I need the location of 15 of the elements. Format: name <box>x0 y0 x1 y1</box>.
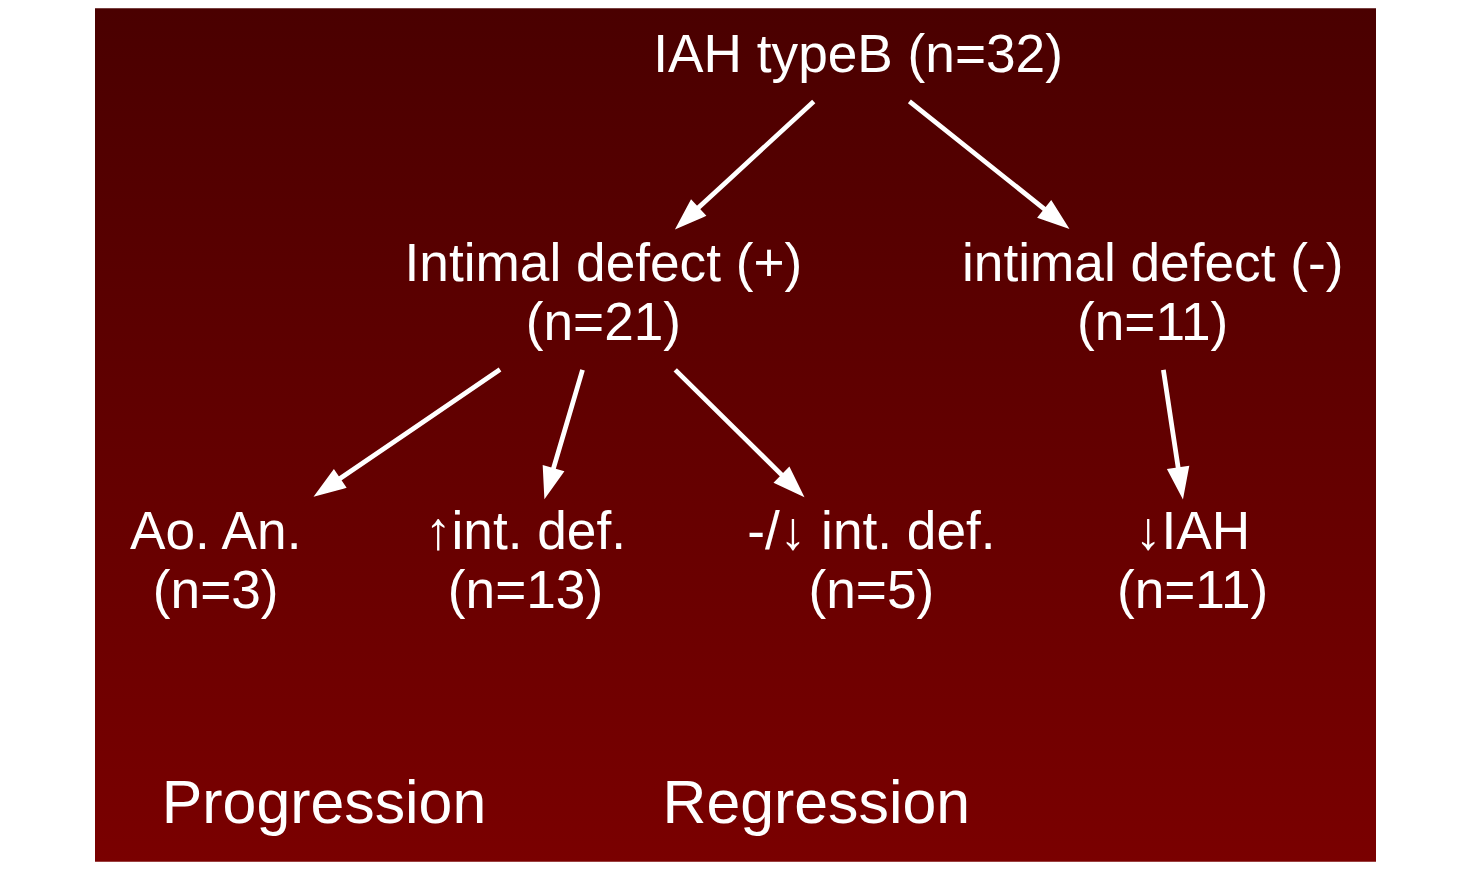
node-text: intimal defect (-) (n=11) <box>961 232 1343 351</box>
node-text: Ao. An. (n=3) <box>129 500 301 619</box>
arrow <box>907 99 1069 230</box>
node-text: Intimal defect (+) (n=21) <box>404 232 802 351</box>
node-text: ↓IAH (n=11) <box>1116 500 1268 619</box>
node-text: IAH typeB (n=32) <box>652 23 1063 83</box>
arrow <box>674 99 815 230</box>
label: Progression <box>161 767 486 836</box>
arrow <box>542 369 585 500</box>
node-text: -/↓ int. def. (n=5) <box>746 500 996 619</box>
arrow <box>1160 369 1189 500</box>
node-text: ↑int. def. (n=13) <box>424 500 626 619</box>
arrow <box>313 367 501 497</box>
label: Regression <box>662 767 970 836</box>
arrow <box>673 368 804 498</box>
